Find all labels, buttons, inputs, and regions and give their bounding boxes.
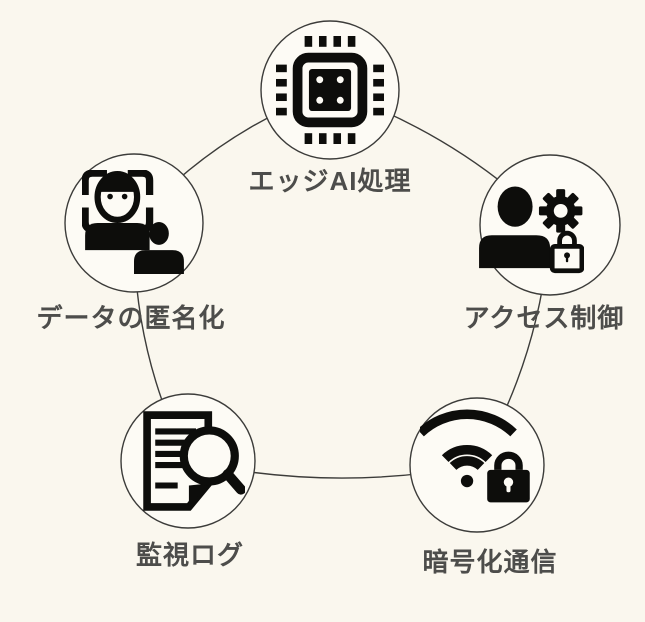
node-label-access-control: アクセス制御 — [463, 303, 625, 333]
node-edge-ai-processing — [260, 20, 400, 160]
node-access-control — [479, 154, 621, 296]
lock-icon — [549, 230, 584, 274]
face-recognition-icon — [82, 170, 184, 274]
document-search-icon — [143, 411, 245, 511]
node-data-anonymization — [64, 153, 204, 293]
magnifier-icon — [179, 426, 245, 495]
wifi-lock-icon — [420, 409, 530, 503]
user-gear-lock-icon — [479, 186, 584, 274]
node-label-data-anonymization: データの匿名化 — [36, 303, 226, 333]
node-monitoring-log — [120, 393, 256, 529]
lock-icon — [487, 451, 530, 503]
node-label-encrypted-communication: 暗号化通信 — [422, 547, 558, 577]
gear-icon — [538, 189, 583, 233]
node-label-monitoring-log: 監視ログ — [135, 540, 245, 570]
node-label-edge-ai-processing: エッジAI処理 — [248, 166, 412, 196]
node-encrypted-communication — [409, 397, 545, 533]
chip-icon — [276, 36, 384, 144]
